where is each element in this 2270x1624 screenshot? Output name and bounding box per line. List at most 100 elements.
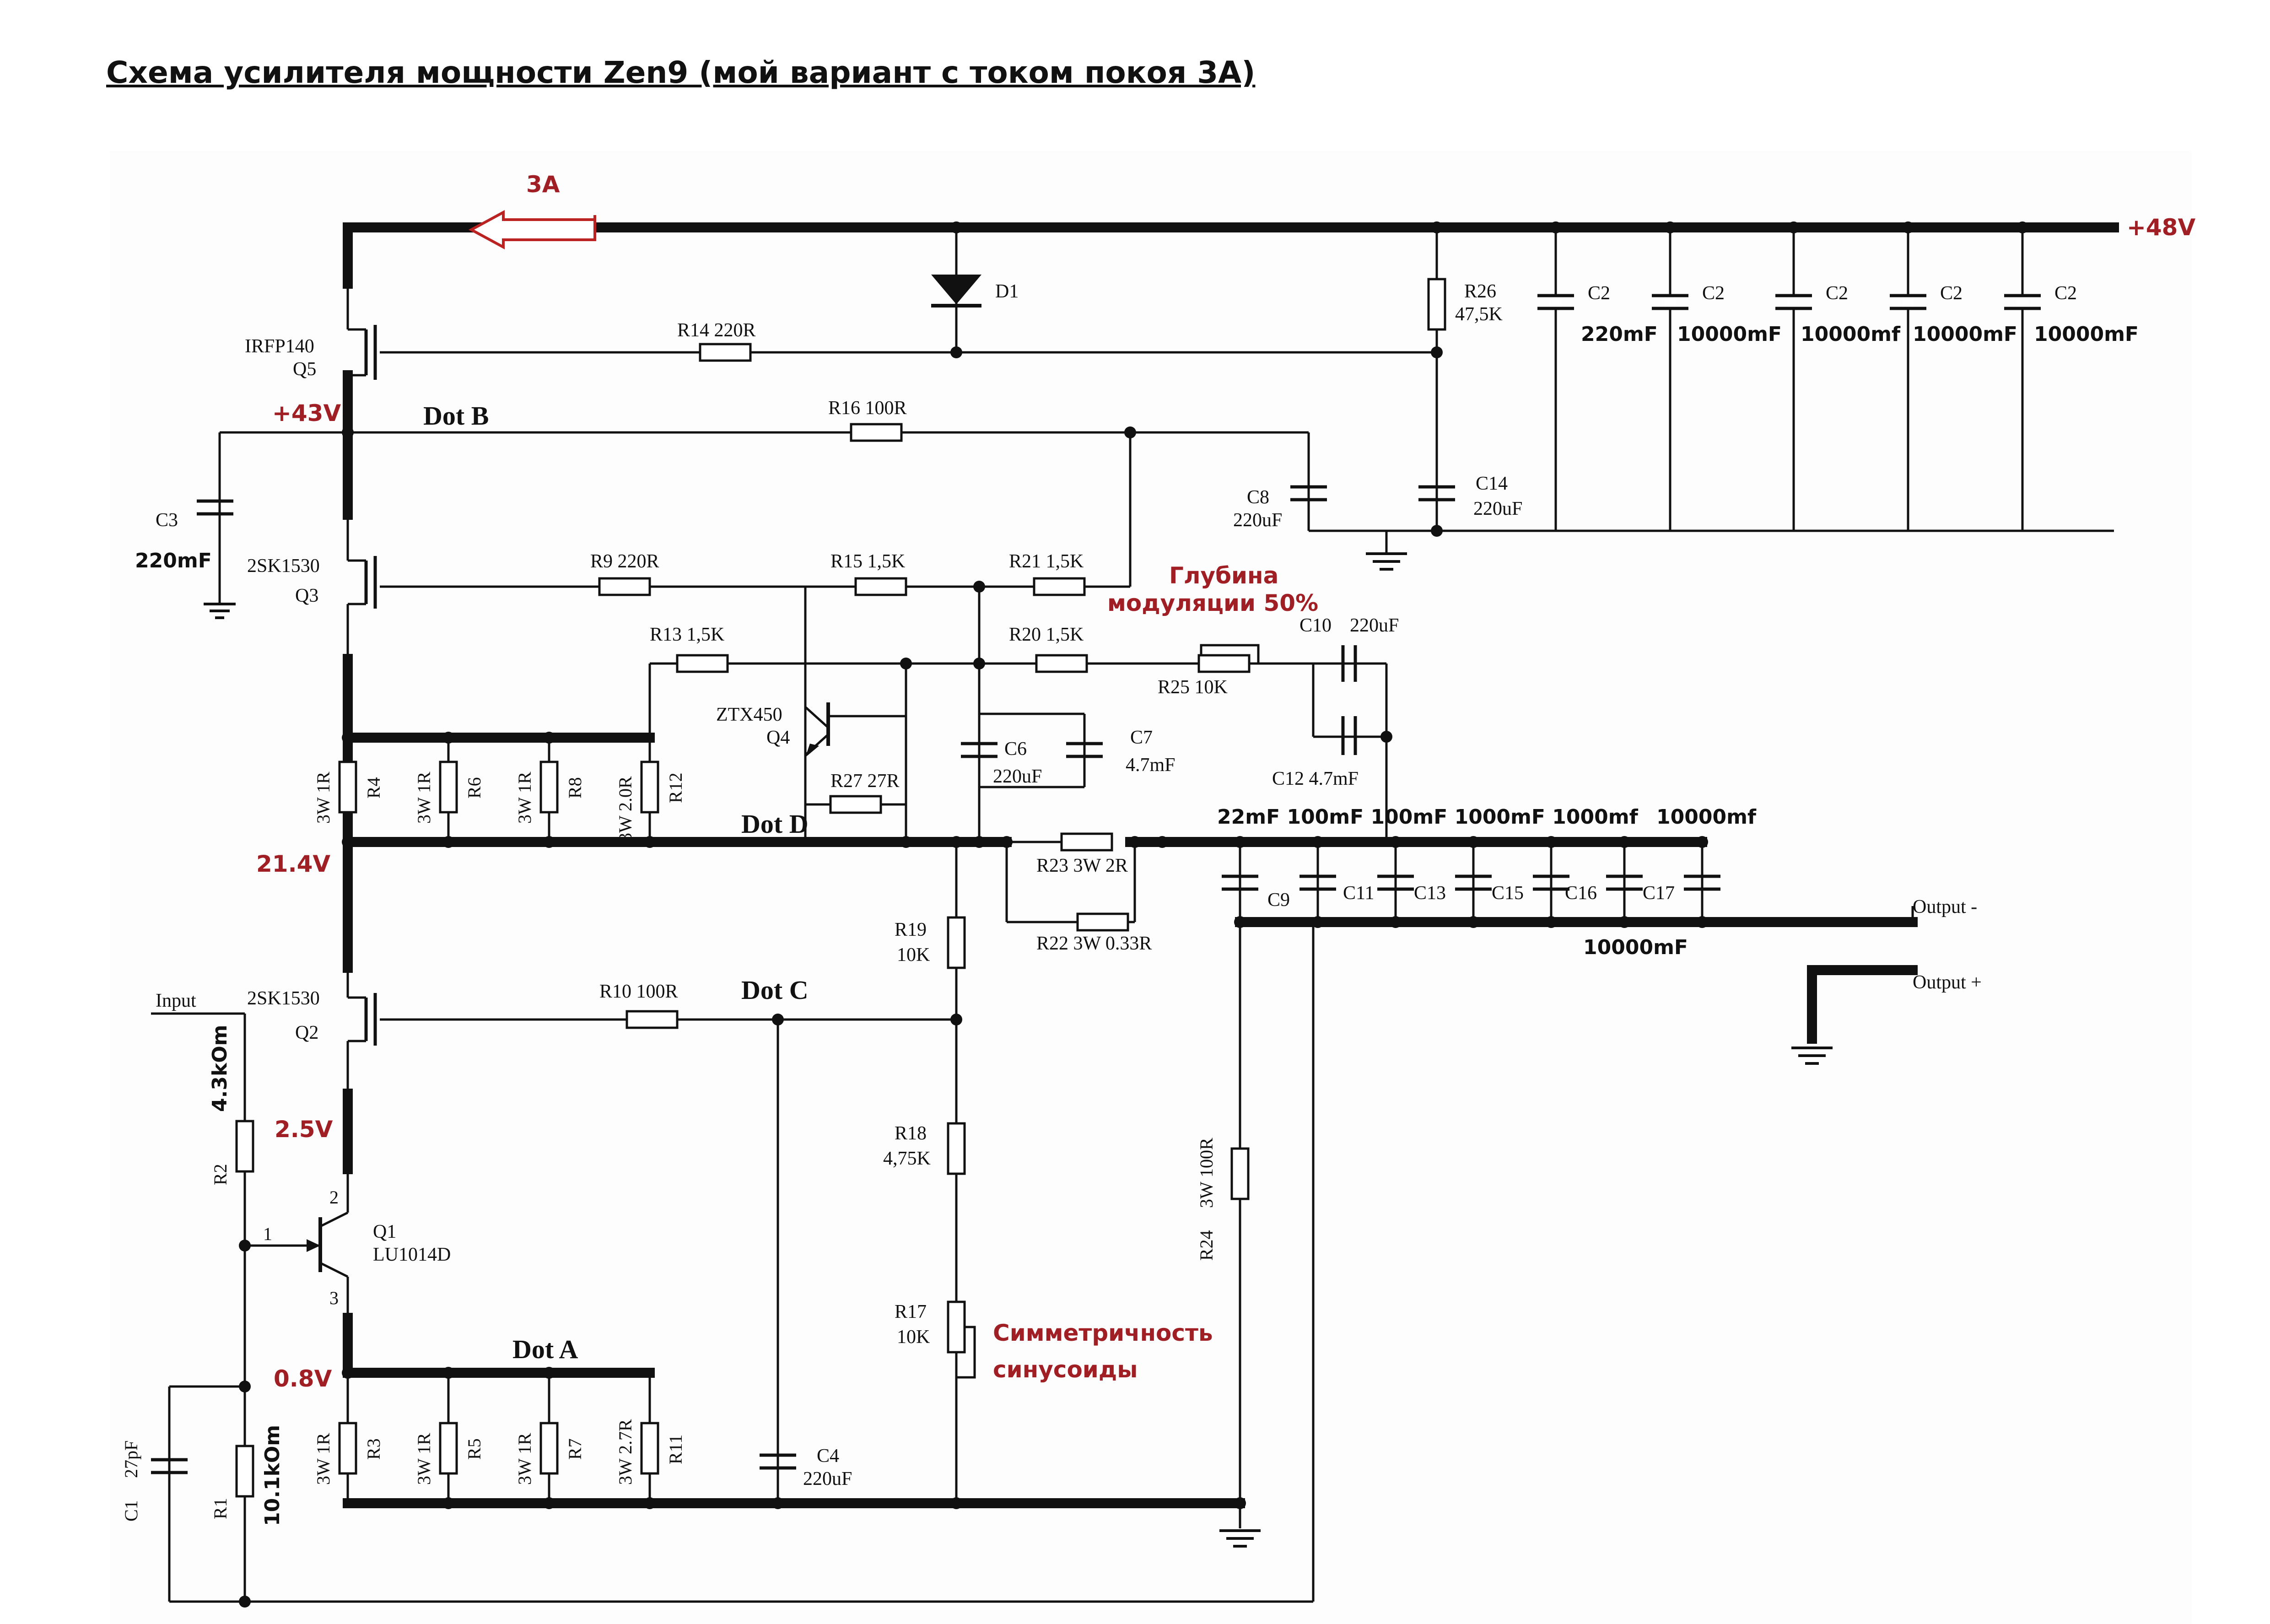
c4-label: C4 [817, 1446, 839, 1467]
q1-pin-2: 2 [329, 1187, 339, 1208]
resistor-r10: R10 100R Dot C [380, 975, 956, 1029]
schematic-title: Схема усилителя мощности Zen9 (мой вариа… [106, 55, 1256, 90]
r3-label: R3 [363, 1438, 384, 1460]
transistor-q2: 2SK1530 Q2 [247, 837, 377, 1094]
c16-label: C16 [1565, 883, 1597, 904]
dot-c-label: Dot C [741, 975, 809, 1005]
ground-icon [1366, 531, 1407, 571]
q1-pin-1: 1 [263, 1224, 272, 1244]
c8-value: 220uF [1233, 510, 1282, 531]
c2-label-1: C2 [1588, 283, 1610, 304]
r7-label: R7 [565, 1438, 585, 1460]
junction-dots [239, 221, 2028, 1608]
bank-bottom-value: 10000mF [1583, 936, 1688, 959]
r3-value: 3W 1R [313, 1433, 334, 1485]
r14-label: R14 220R [677, 320, 756, 341]
capacitor-bank-c2: C2 C2 C2 C2 C2 220mF 10000mF 10000mf 100… [1437, 227, 2139, 532]
c3-value: 220mF [135, 549, 212, 572]
c4-value: 220uF [803, 1468, 852, 1489]
c15-label: C15 [1492, 883, 1524, 904]
r6-label: R6 [464, 777, 485, 799]
r10-label: R10 100R [599, 981, 678, 1002]
output-terminals: Output - Output + [1791, 896, 1982, 1065]
capacitor-c8: C8 220uF [1233, 485, 1437, 532]
bank-values: 22mF 100mF 100mF 1000mF 1000mf [1217, 805, 1639, 829]
depth-note-line2: модуляции 50% [1107, 590, 1318, 616]
r16-label: R16 100R [828, 398, 907, 419]
r20-label: R20 1,5K [1009, 624, 1084, 645]
capacitor-c10-c12: C10 220uF C12 4.7mF [1272, 615, 1399, 837]
transistor-q4: ZTX450 Q4 [716, 587, 907, 842]
input-network: Input R2 4.3kOm R1 10.1kOm C1 27pF [121, 922, 1315, 1603]
resistor-bank-upper: 3W 1R R4 3W 1R R6 3W 1R R8 3W 2.0R R12 [313, 654, 686, 847]
dot-d-label: Dot D [741, 809, 809, 839]
r4-label: R4 [363, 777, 384, 799]
r8-label: R8 [565, 777, 585, 799]
resistor-r26: R26 47,5K [1427, 227, 1503, 531]
c13-label: C13 [1414, 883, 1446, 904]
current-arrow-icon: 3A [468, 171, 596, 250]
r24-label: R24 [1196, 1230, 1217, 1261]
r21-label: R21 1,5K [1009, 551, 1084, 572]
resistor-r23-r22: R23 3W 2R R22 3W 0.33R [1005, 832, 1152, 954]
c9-label: C9 [1267, 890, 1290, 911]
bank-big-value: 10000mf [1656, 805, 1757, 829]
c8-label: C8 [1247, 487, 1269, 508]
r13-label: R13 1,5K [650, 624, 724, 645]
r11-label: R11 [665, 1435, 686, 1464]
c6-value: 220uF [993, 766, 1042, 787]
c10-value: 220uF [1350, 615, 1399, 636]
r6-value: 3W 1R [414, 772, 434, 824]
q2-type: 2SK1530 [247, 988, 320, 1009]
r7-value: 3W 1R [514, 1433, 535, 1485]
capacitor-c6-c7: C6 220uF C7 4.7mF [961, 587, 1175, 842]
c12-label: C12 4.7mF [1272, 768, 1359, 789]
r4-value: 3W 1R [313, 772, 334, 824]
r24-value: 3W 100R [1196, 1138, 1217, 1208]
c2-value-1: 220mF [1581, 323, 1658, 346]
q1-label: Q1 [373, 1221, 396, 1242]
symmetry-note-line2: синусоиды [993, 1356, 1138, 1383]
voltage-divider: R19 10K R18 4,75K R17 10K Симметричность… [883, 842, 1213, 1503]
resistor-row-r9-r15-r21: R9 220R R15 1,5K R21 1,5K [380, 432, 1132, 596]
resistor-r16: R16 100R [348, 398, 1310, 485]
c1-label: C1 [121, 1500, 141, 1521]
r12-value: 3W 2.0R [615, 776, 636, 842]
r18-value: 4,75K [883, 1148, 931, 1169]
resistor-r27: R27 27R [805, 771, 906, 814]
depth-note-line1: Глубина [1169, 562, 1278, 589]
c2-value-2: 10000mF [1677, 323, 1782, 346]
r22-label: R22 3W 0.33R [1036, 933, 1152, 954]
c2-value-5: 10000mF [2034, 323, 2139, 346]
output-minus-label: Output - [1913, 896, 1977, 917]
current-label: 3A [526, 171, 560, 198]
r26-value: 47,5K [1455, 304, 1503, 325]
resistor-r14: R14 220R [380, 320, 1437, 362]
r5-value: 3W 1R [414, 1433, 434, 1485]
ground-bus: 3W 100R R24 [343, 922, 1261, 1548]
c2-label-2: C2 [1702, 283, 1725, 304]
r1-label: R1 [210, 1498, 231, 1519]
r2-value: 4.3kOm [208, 1025, 232, 1112]
v08-label: 0.8V [274, 1365, 332, 1392]
c14-value: 220uF [1473, 498, 1522, 519]
q1-type: LU1014D [373, 1244, 451, 1265]
r9-label: R9 220R [590, 551, 659, 572]
r25-label: R25 10K [1158, 677, 1228, 698]
c6-label: C6 [1004, 739, 1027, 760]
output-plus-label: Output + [1913, 972, 1982, 993]
c7-label: C7 [1130, 727, 1153, 748]
c17-label: C17 [1643, 883, 1675, 904]
q4-type: ZTX450 [716, 704, 782, 725]
c7-value: 4.7mF [1126, 755, 1175, 776]
dot-a-label: Dot A [512, 1334, 578, 1364]
c2-label-5: C2 [2054, 283, 2077, 304]
diode-d1: D1 [931, 227, 1019, 352]
q3-label: Q3 [295, 585, 318, 606]
r26-label: R26 [1464, 281, 1496, 302]
rail-voltage-label: +48V [2127, 214, 2195, 241]
c1-value: 27pF [121, 1441, 141, 1478]
resistor-row-r13-r20-r25: R13 1,5K R20 1,5K R25 10K [648, 624, 1377, 738]
r8-value: 3W 1R [514, 772, 535, 824]
r27-label: R27 27R [830, 771, 900, 792]
